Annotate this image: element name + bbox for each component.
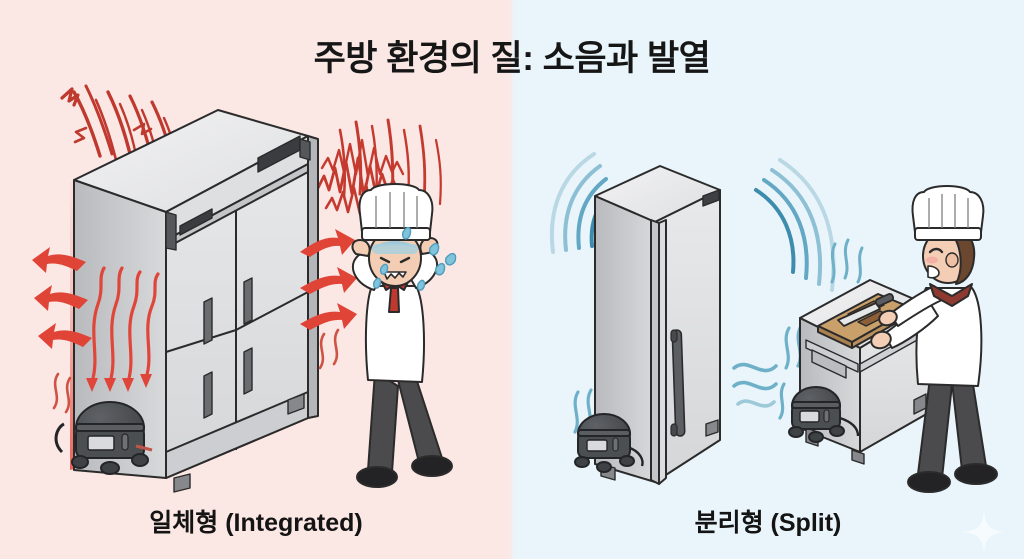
caption-integrated: 일체형 (Integrated) [149,509,363,537]
heat-arrows-right-icon [300,229,357,330]
heat-rising-waves-icon [90,266,160,384]
sweat-drops-icon [372,226,457,291]
calm-chef [870,185,998,493]
sparkle-icon [964,512,1004,552]
split-compressor-left [574,413,644,473]
split-refrigerator [594,165,721,485]
caption-split: 분리형 (Split) [694,509,842,537]
heat-waves-right-icon [318,328,340,370]
stressed-chef [351,183,453,488]
heat-waves-left-icon [52,372,72,414]
integrated-compressor [54,401,153,475]
integrated-refrigerator [73,109,319,493]
chef-knife-icon [837,292,895,327]
heat-arrowheads-icon [86,374,152,392]
integrated-scene [32,84,457,493]
heat-arrows-left-icon [32,247,92,349]
steam-waves-icon [830,238,864,284]
split-compressor-right [788,386,860,443]
panel-divider [510,0,514,559]
page-title: 주방 환경의 질: 소음과 발열 [313,39,711,78]
split-scene [549,152,998,493]
sound-arcs-right-icon [754,158,836,292]
sound-waves-mid-icon [732,362,778,408]
